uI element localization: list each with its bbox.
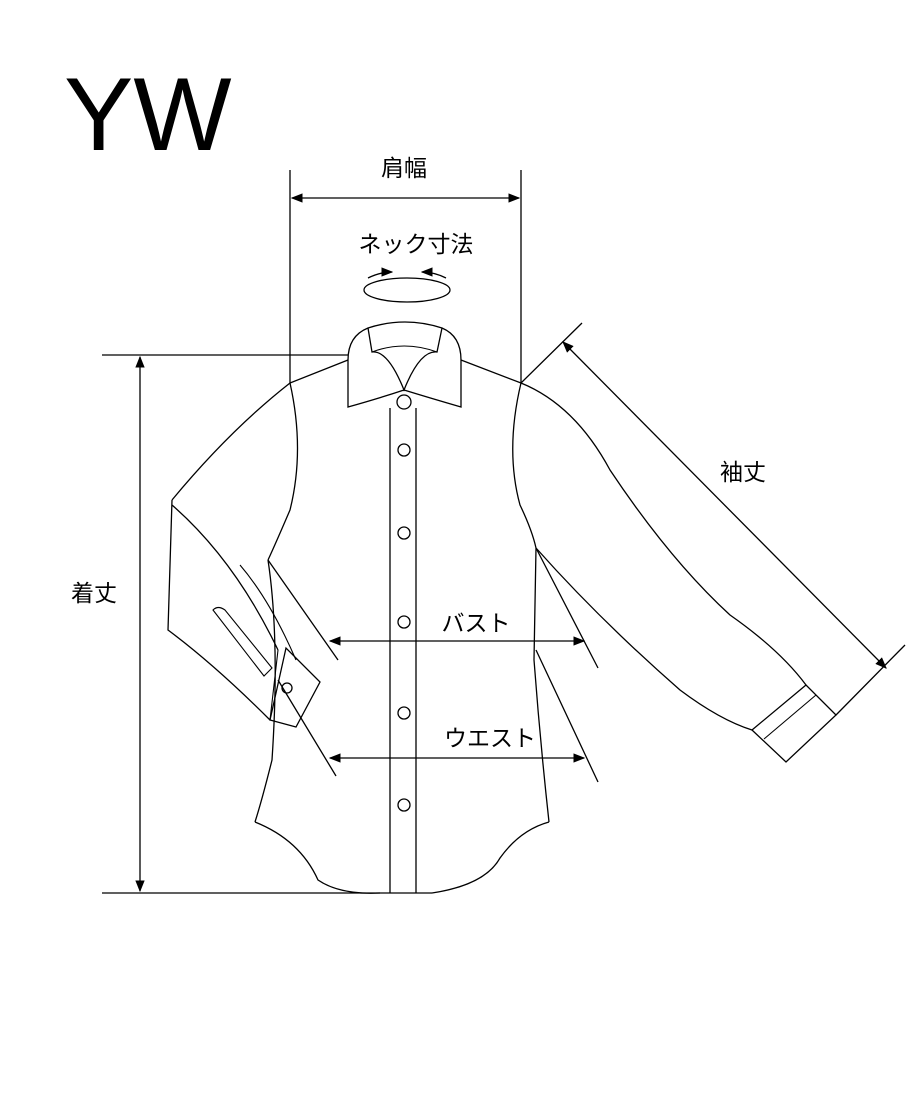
collar — [347, 321, 462, 408]
front-button-4 — [397, 706, 411, 720]
right-sleeve-lower — [535, 547, 753, 731]
neck-rotation-arrows — [363, 267, 451, 303]
front-button-2 — [397, 526, 411, 540]
body-length-dimension — [102, 354, 380, 894]
left-sleeve-inner — [171, 504, 279, 651]
left-sleeve-fold — [239, 564, 297, 661]
left-cuff-slit — [212, 606, 273, 677]
left-sleeve-upper — [171, 382, 291, 501]
right-cuff-inner — [763, 694, 817, 740]
right-armhole — [512, 382, 537, 549]
left-sleeve-outer — [167, 499, 271, 721]
left-cuff — [269, 646, 321, 728]
body-length-label: 着丈 — [71, 581, 117, 607]
collar-inner — [371, 345, 438, 353]
right-body-side — [533, 547, 550, 823]
sleeve-length-label: 袖丈 — [720, 460, 766, 486]
left-armhole — [267, 382, 299, 561]
waist-label: ウエスト — [444, 726, 536, 752]
bust-label: バスト — [442, 611, 511, 637]
left-cuff-line — [269, 649, 279, 721]
left-body-side — [254, 559, 276, 823]
waist-dimension — [277, 649, 599, 783]
hem-curve-right — [431, 821, 550, 894]
collar-band — [367, 327, 443, 392]
front-button-3 — [397, 615, 411, 629]
front-button-1 — [397, 443, 411, 457]
neck-size-label: ネック寸法 — [359, 232, 474, 258]
right-cuff — [751, 684, 837, 763]
right-shoulder-line — [460, 359, 522, 384]
sleeve-length-dimension — [520, 322, 906, 716]
shirt-buttons — [281, 394, 412, 812]
collar-button — [396, 394, 412, 410]
shirt-outline — [167, 321, 837, 894]
front-button-5 — [397, 798, 411, 812]
shoulder-width-label: 肩幅 — [381, 156, 427, 182]
hem-curve — [254, 821, 432, 894]
shoulder-width-dimension — [289, 170, 522, 383]
left-shoulder-line — [289, 359, 349, 384]
bust-dimension — [267, 547, 599, 669]
right-sleeve-upper — [520, 382, 807, 686]
diagram-title: YW — [64, 57, 232, 173]
